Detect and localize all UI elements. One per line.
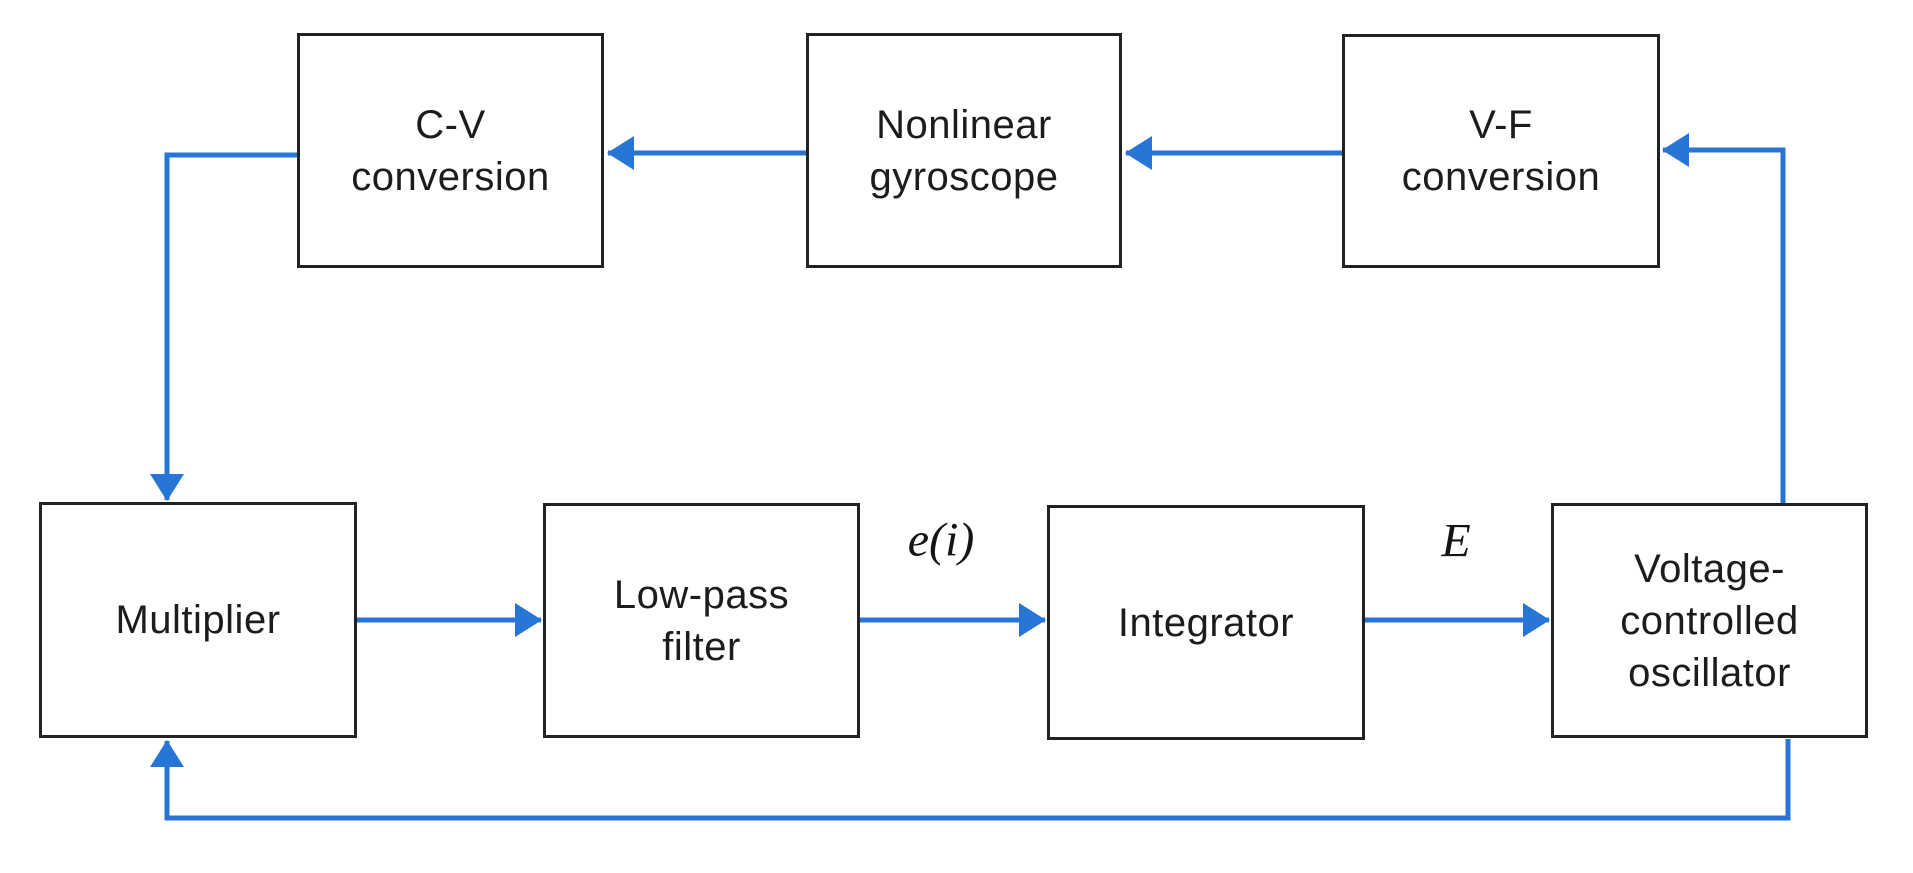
box-cv-conversion-label: C-V conversion <box>351 102 550 199</box>
box-vf-conversion-label: V-F conversion <box>1401 103 1601 199</box>
arrow-vco-feedback-to-multiplier <box>150 739 1791 821</box>
box-multiplier-label: Multiplier <box>115 598 281 642</box>
box-integrator: Integrator <box>1047 505 1365 740</box>
box-voltage-controlled-oscillator: Voltage- controlled oscillator <box>1551 503 1868 738</box>
box-integrator-label: Integrator <box>1117 600 1295 645</box>
box-cv-conversion: C-V conversion <box>297 33 604 268</box>
signal-label-E: E <box>1441 514 1471 568</box>
box-vf-conversion: V-F conversion <box>1342 34 1660 268</box>
box-nonlinear-gyroscope: Nonlinear gyroscope <box>806 33 1122 268</box>
box-nonlinear-gyroscope-label: Nonlinear gyroscope <box>869 102 1059 199</box>
box-multiplier: Multiplier <box>39 502 357 738</box>
signal-label-ei: e(i) <box>907 513 975 567</box>
box-voltage-controlled-oscillator-label: Voltage- controlled oscillator <box>1620 546 1799 695</box>
box-lowpass-filter-label: Low-pass filter <box>613 572 790 669</box>
box-lowpass-filter: Low-pass filter <box>543 503 860 738</box>
arrow-vco-to-vf <box>1662 133 1786 503</box>
arrow-cv-to-multiplier <box>150 152 297 501</box>
